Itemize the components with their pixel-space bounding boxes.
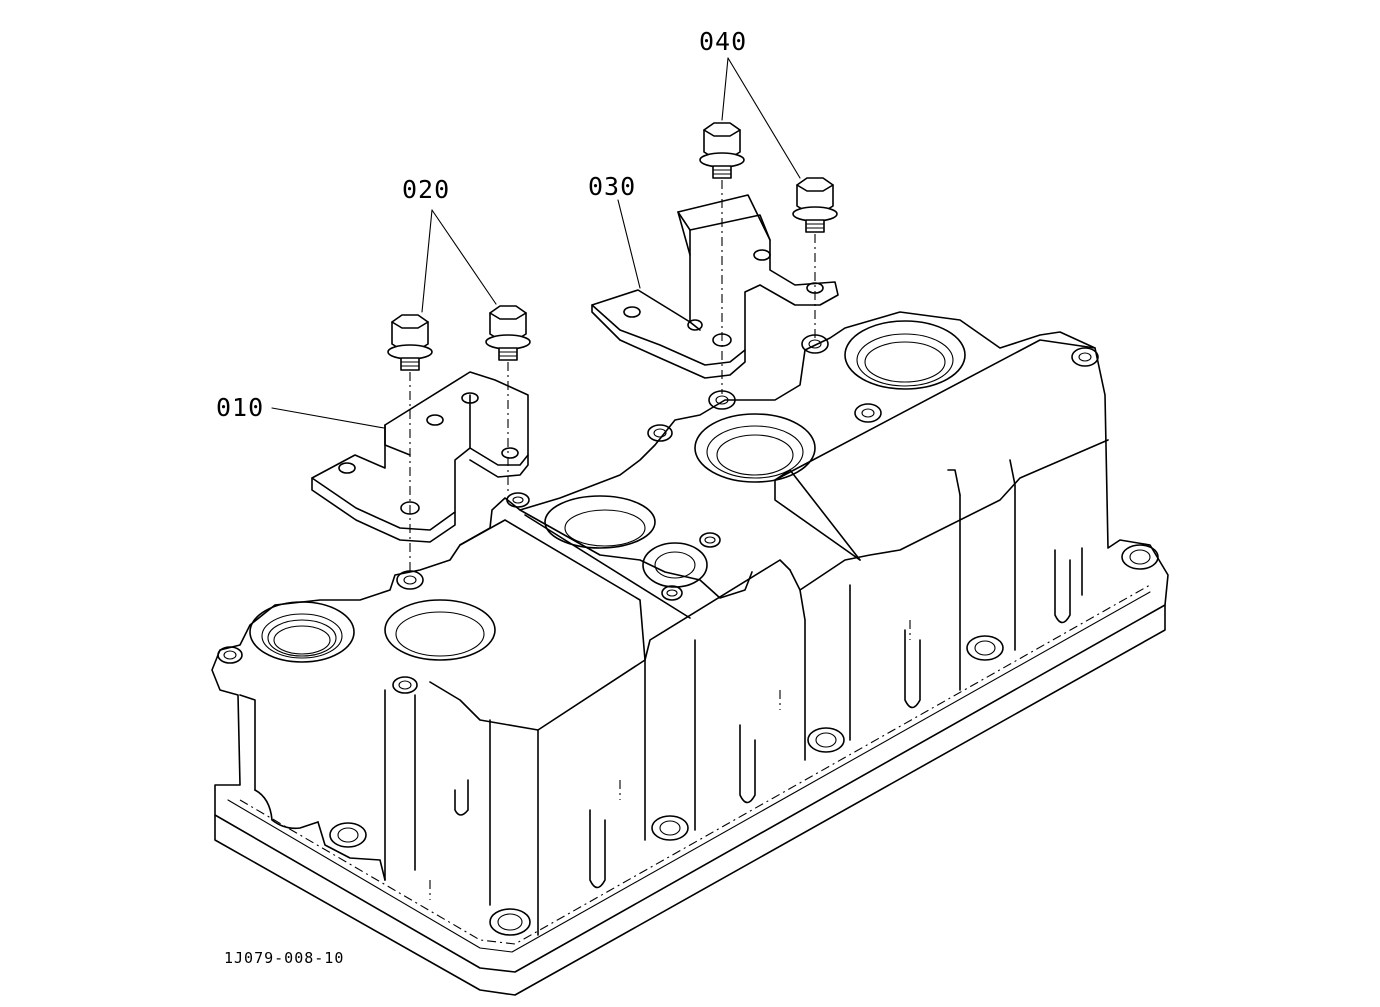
callout-030: 030 [588,172,637,201]
bolt-040-left [699,122,745,179]
assembly-center-lines [409,180,816,572]
callout-040: 040 [699,27,748,56]
cover-mounting-holes [217,334,1159,936]
bolt-040-right [792,177,838,233]
leader-lines [271,57,801,429]
bracket-010 [311,371,529,543]
figure-id: 1J079-008-10 [224,949,345,967]
bolt-020-left [387,314,433,371]
bracket-030 [591,194,839,379]
callout-020: 020 [402,175,451,204]
callout-010: 010 [216,393,265,422]
head-cover-body [211,311,1169,996]
bolt-020-right [485,305,531,361]
